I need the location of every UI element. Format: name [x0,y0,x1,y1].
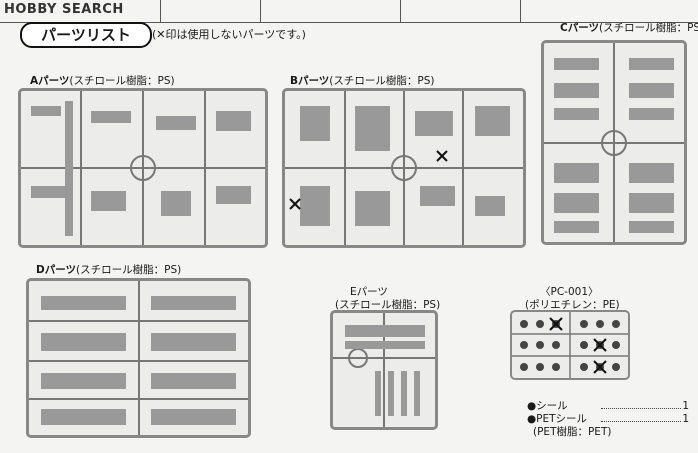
sprue-a-parts [21,91,265,245]
header-table [0,0,698,23]
sprue-e-parts [333,313,435,427]
sprue-a-name: Aパーツ [30,75,70,87]
sprue-b-material: (スチロール樹脂：PS) [329,75,435,87]
sprue-e [330,310,438,430]
seal-label: ●シール [527,400,568,412]
sprue-c-label: Cパーツ(スチロール樹脂：PS) [560,20,698,35]
page-title: パーツリスト [20,22,152,48]
seal-qty: 1 [682,400,689,412]
header-cell-divider [400,0,401,22]
header-cell-divider [260,0,261,22]
extras-legend: ●シール 1 ●PETシール 1 (PET樹脂：PET) [527,400,697,439]
sprue-e-name: Eパーツ [350,286,388,298]
header-cell-divider [160,0,161,22]
sprue-c-material: (スチロール樹脂：PS) [599,22,698,34]
title-note: (✕印は使用しないパーツです。) [152,28,306,41]
sprue-a-material: (スチロール樹脂：PS) [69,75,175,87]
header-cell-divider [520,0,521,22]
pet-label: ●PETシール [527,413,588,425]
leader-dots [601,408,681,409]
sprue-pc-name: 〈PC-001〉 [540,286,599,298]
sprue-pc [510,310,630,380]
sprue-d-name: Dパーツ [36,264,77,276]
legend-row-pet: ●PETシール 1 [527,413,697,426]
pet-note: (PET樹脂：PET) [533,426,612,438]
sprue-b-name: Bパーツ [290,75,330,87]
leader-dots [601,421,681,422]
sprue-d-parts [29,281,248,435]
sprue-pc-material: (ポリエチレン：PE) [525,299,620,311]
sprue-c [541,40,687,245]
sprue-b [282,88,526,248]
sprue-b-parts [285,91,523,245]
sprue-d-material: (スチロール樹脂：PS) [76,264,182,276]
sprue-d [26,278,251,438]
legend-row-pet-note: (PET樹脂：PET) [527,426,697,439]
legend-row-seal: ●シール 1 [527,400,697,413]
sprue-a [18,88,268,248]
sprue-d-label: Dパーツ(スチロール樹脂：PS) [36,262,181,277]
sprue-c-parts [544,43,684,242]
sprue-a-label: Aパーツ(スチロール樹脂：PS) [30,73,175,88]
sprue-pc-parts [512,312,628,378]
sprue-b-label: Bパーツ(スチロール樹脂：PS) [290,73,435,88]
sprue-c-name: Cパーツ [560,22,599,34]
pet-qty: 1 [682,413,689,425]
watermark-logo: HOBBY SEARCH [4,2,124,17]
sprue-e-material: (スチロール樹脂：PS) [335,299,441,311]
